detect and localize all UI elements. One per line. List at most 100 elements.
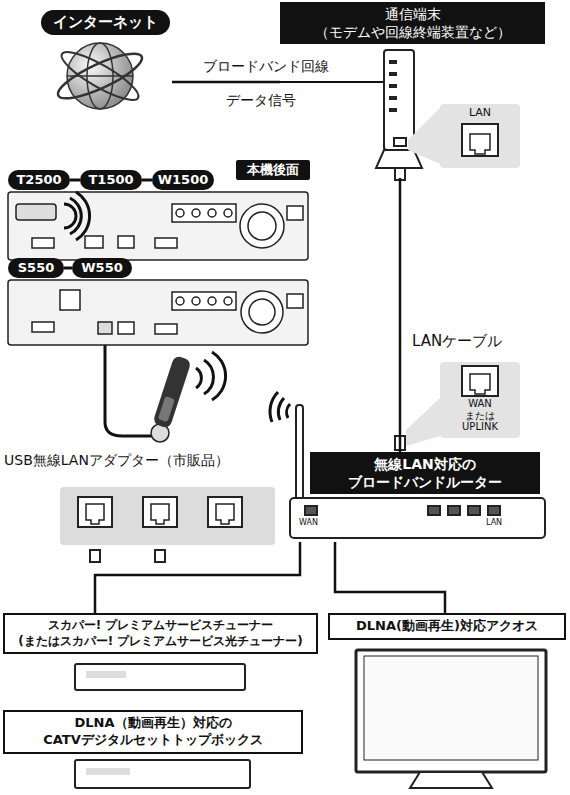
port-panel-part bbox=[90, 550, 165, 562]
pill-connector-part bbox=[142, 179, 152, 182]
recorder-rear-part bbox=[155, 324, 177, 334]
port-panel-part-part bbox=[90, 550, 100, 562]
recorder-rear-part bbox=[85, 236, 103, 248]
lan-callout-part bbox=[462, 124, 498, 156]
recorder-rear-part bbox=[32, 238, 54, 248]
node-text: S550 bbox=[8, 258, 64, 278]
lan-callout-part bbox=[408, 108, 440, 164]
recorder-rear-part bbox=[60, 290, 80, 310]
wifi-waves-part bbox=[270, 392, 278, 422]
router-device-part bbox=[468, 506, 480, 515]
port-panel-part-part bbox=[208, 497, 242, 527]
text-label: LANケーブル bbox=[412, 332, 502, 351]
tuner-device-part bbox=[86, 671, 126, 678]
recorder-rear bbox=[8, 192, 308, 345]
recorder-rear-part bbox=[240, 204, 284, 248]
node-text: 無線LAN対応の ブロードバンドルーター bbox=[310, 452, 540, 494]
recorder-rear-part bbox=[176, 297, 184, 305]
text-label: WAN または UPLINK bbox=[458, 398, 502, 433]
wifi-waves-part bbox=[64, 204, 76, 228]
node-text: W550 bbox=[72, 258, 132, 278]
node-text: T1500 bbox=[80, 170, 142, 190]
node-text: 本機後面 bbox=[236, 160, 310, 180]
tv-device-part bbox=[356, 650, 546, 772]
globe-icon bbox=[53, 43, 147, 109]
router-device-part bbox=[290, 498, 545, 538]
stb-device bbox=[75, 760, 250, 788]
tuner-device-part bbox=[75, 664, 245, 690]
model-pill: W550 bbox=[72, 258, 132, 278]
text-label: LAN bbox=[440, 106, 520, 119]
usb-adapter-part-part bbox=[158, 396, 175, 422]
cloud-node: インターネット bbox=[38, 8, 172, 120]
recorder-rear-part bbox=[224, 209, 232, 217]
port-panel-part-part bbox=[216, 504, 234, 524]
modem-device-part bbox=[389, 72, 397, 76]
pill-connector-part bbox=[70, 179, 80, 182]
modem-device bbox=[376, 50, 422, 180]
wan-callout-part bbox=[440, 362, 520, 438]
recorder-rear-part bbox=[172, 204, 236, 222]
node-text: W1500 bbox=[152, 170, 214, 190]
node-text: 通信端末 （モデムや回線終端装置など） bbox=[280, 2, 545, 44]
stb-device-part bbox=[86, 768, 130, 775]
recorder-rear-part bbox=[118, 236, 134, 248]
edge-label: ブロードバンド回線 bbox=[195, 58, 337, 76]
port-panel-part bbox=[86, 504, 234, 524]
pill-connector-part bbox=[64, 267, 72, 270]
node-text: インターネット bbox=[41, 10, 170, 35]
wan-callout-part bbox=[406, 398, 440, 446]
line-wire bbox=[280, 81, 384, 83]
recorder-rear-part bbox=[155, 238, 177, 248]
lan-callout-part bbox=[470, 134, 490, 154]
recorder-rear-part bbox=[287, 294, 303, 308]
model-pill: T2500 bbox=[8, 170, 70, 190]
modem-device-part bbox=[389, 60, 397, 64]
port-panel-part-part bbox=[151, 504, 169, 524]
node-text: T2500 bbox=[8, 170, 70, 190]
text-label: USB無線LANアダプター（市販品） bbox=[4, 452, 229, 470]
text-label: データ信号 bbox=[226, 92, 296, 110]
wan-callout-part bbox=[462, 366, 498, 396]
cable-connector bbox=[399, 178, 402, 452]
recorder-rear-part bbox=[241, 291, 283, 333]
tv-device-part bbox=[410, 772, 492, 788]
modem-device-part bbox=[394, 138, 406, 146]
usb-adapter bbox=[105, 345, 192, 442]
lan-callout bbox=[408, 104, 520, 168]
port-panel-part-part bbox=[78, 497, 112, 527]
wifi-waves-part bbox=[196, 368, 201, 388]
port-panel bbox=[60, 487, 275, 562]
router-node: 無線LAN対応の ブロードバンドルーター bbox=[290, 452, 545, 542]
recorder-rear-part bbox=[118, 322, 134, 334]
recorder-rear-part bbox=[249, 299, 275, 325]
stb-device-part bbox=[75, 760, 250, 788]
wifi-waves-part bbox=[212, 352, 226, 400]
model-pill: T1500 bbox=[80, 170, 142, 190]
recorder-rear-part bbox=[172, 292, 236, 310]
port-panel-part-part bbox=[86, 504, 104, 524]
router-device-part bbox=[296, 405, 303, 500]
cable-connector bbox=[95, 542, 300, 613]
device-box: DLNA(動画再生)対応アクオス bbox=[328, 613, 566, 640]
tuner-device bbox=[75, 664, 245, 690]
modem-device-part bbox=[389, 108, 397, 112]
wifi-waves-part bbox=[287, 404, 290, 418]
recorder-rear-part bbox=[8, 192, 308, 260]
lan-callout-part bbox=[440, 104, 520, 168]
wifi-waves-part bbox=[70, 198, 81, 234]
recorder-rear-part bbox=[176, 209, 184, 217]
modem-device-part bbox=[384, 50, 414, 150]
recorder-rear-part bbox=[248, 212, 276, 240]
router-device bbox=[290, 405, 545, 538]
recorder-rear-part bbox=[8, 280, 308, 345]
model-pill: W1500 bbox=[152, 170, 214, 190]
router-device-part bbox=[448, 506, 460, 515]
model-pill: S550 bbox=[8, 258, 64, 278]
cable-connector bbox=[172, 81, 280, 84]
recorder-rear-part bbox=[16, 204, 56, 220]
globe-icon-part bbox=[53, 46, 147, 107]
